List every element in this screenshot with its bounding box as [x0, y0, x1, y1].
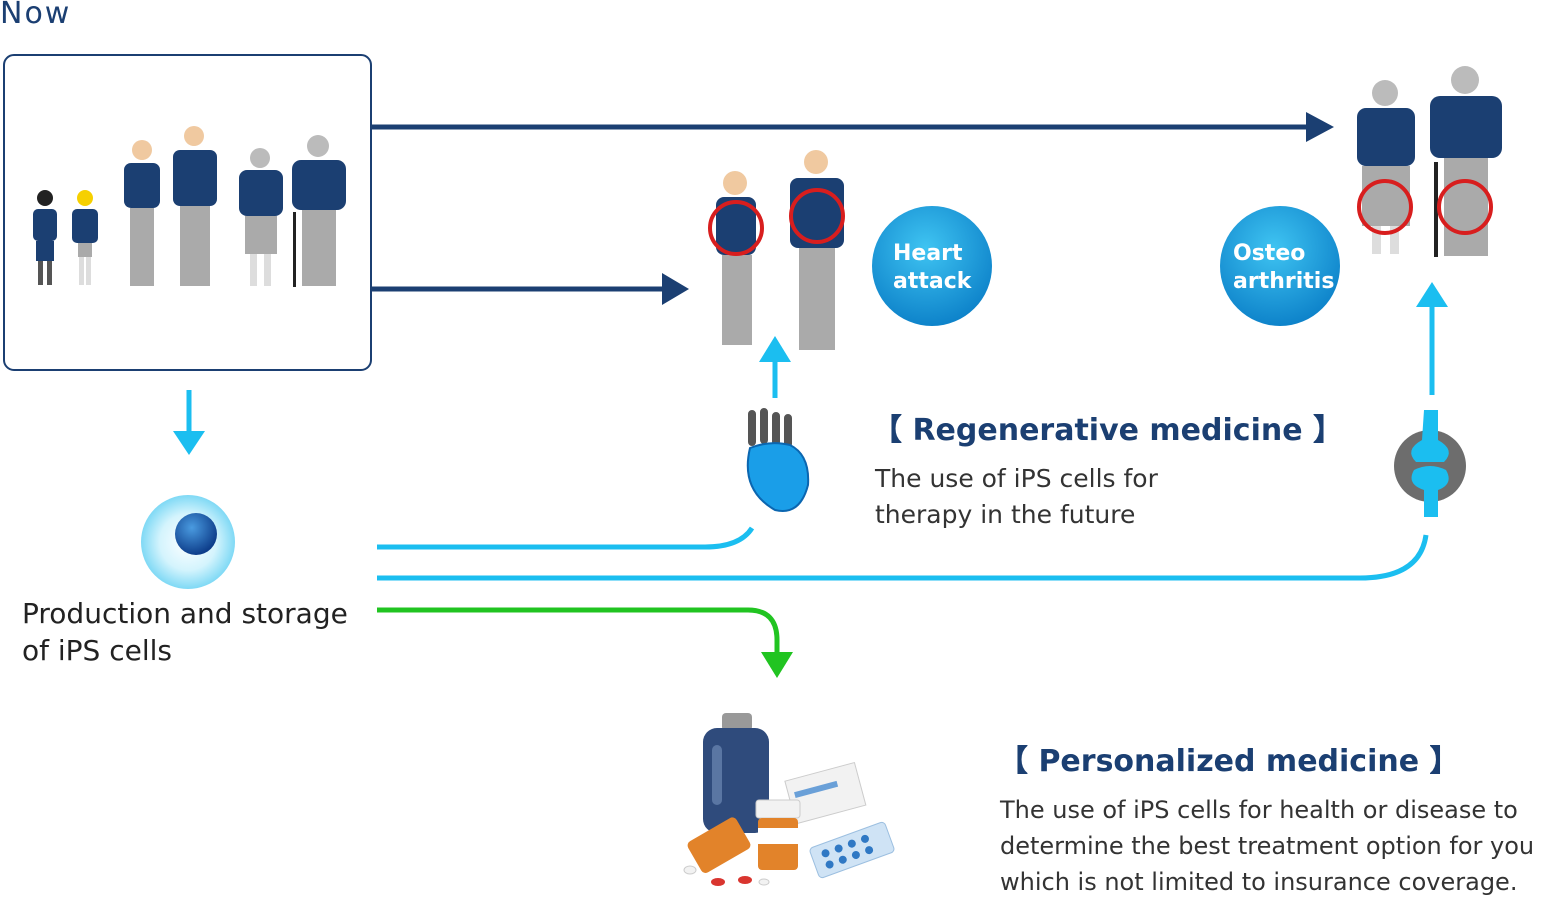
adult-figure: [790, 150, 844, 350]
personalized-desc-line1: The use of iPS cells for health or disea…: [1000, 796, 1518, 824]
osteoarthritis-line1: Osteo: [1233, 241, 1306, 266]
personalized-description: The use of iPS cells for health or disea…: [1000, 792, 1534, 900]
knee-highlight-circle: [1357, 179, 1413, 235]
adult-figure: [124, 140, 160, 286]
regenerative-title: 【 Regenerative medicine 】: [872, 413, 1344, 448]
arrow-head-joint-up: [1416, 282, 1448, 307]
production-caption: Production and storage of iPS cells: [22, 595, 348, 669]
arrow-head-cell: [173, 431, 205, 455]
regenerative-desc-line1: The use of iPS cells for: [875, 464, 1158, 493]
elderly-figure: [239, 148, 283, 286]
adults-heart-figures: [708, 150, 845, 350]
line-to-medicine: [377, 607, 780, 652]
child-figure: [72, 190, 98, 285]
regenerative-desc-line2: therapy in the future: [875, 500, 1136, 529]
heart-attack-line2: attack: [893, 269, 972, 294]
line-to-joint: [377, 534, 1429, 581]
arrow-head-elderly: [1306, 112, 1334, 142]
personalized-desc-line2: determine the best treatment option for …: [1000, 832, 1535, 860]
joint-icon: [1394, 410, 1466, 517]
osteoarthritis-line2: arthritis: [1233, 269, 1335, 294]
elderly-figure: [1430, 66, 1502, 257]
heart-highlight-circle: [789, 188, 845, 244]
medicine-illustration: [683, 713, 895, 886]
now-label: Now: [0, 0, 72, 31]
heart-highlight-circle: [708, 200, 764, 256]
elderly-figure: [292, 135, 346, 287]
production-line1: Production and storage: [22, 597, 348, 630]
heart-attack-bubble: [872, 206, 992, 326]
child-figure: [33, 190, 57, 285]
production-line2: of iPS cells: [22, 634, 172, 667]
population-figures: [33, 126, 346, 287]
knee-highlight-circle: [1437, 179, 1493, 235]
heart-organ-icon: [746, 408, 810, 512]
regenerative-description: The use of iPS cells for therapy in the …: [875, 461, 1158, 533]
elderly-figure: [1357, 80, 1415, 254]
heart-attack-label: Heart attack: [893, 240, 971, 296]
personalized-desc-line3: which is not limited to insurance covera…: [1000, 868, 1518, 896]
heart-attack-line1: Heart: [893, 241, 963, 266]
line-to-heart: [377, 526, 755, 550]
osteoarthritis-bubble: [1220, 206, 1340, 326]
adult-figure: [716, 171, 756, 345]
arrow-head-heart-up: [759, 336, 791, 362]
adult-figure: [173, 126, 217, 286]
osteoarthritis-label: Osteo arthritis: [1233, 240, 1334, 296]
personalized-title: 【 Personalized medicine 】: [998, 744, 1460, 779]
elderly-osteo-figures: [1357, 66, 1502, 257]
arrow-head-adults: [662, 273, 689, 305]
ips-cell-icon: [141, 495, 235, 589]
arrow-head-medicine: [761, 652, 793, 678]
